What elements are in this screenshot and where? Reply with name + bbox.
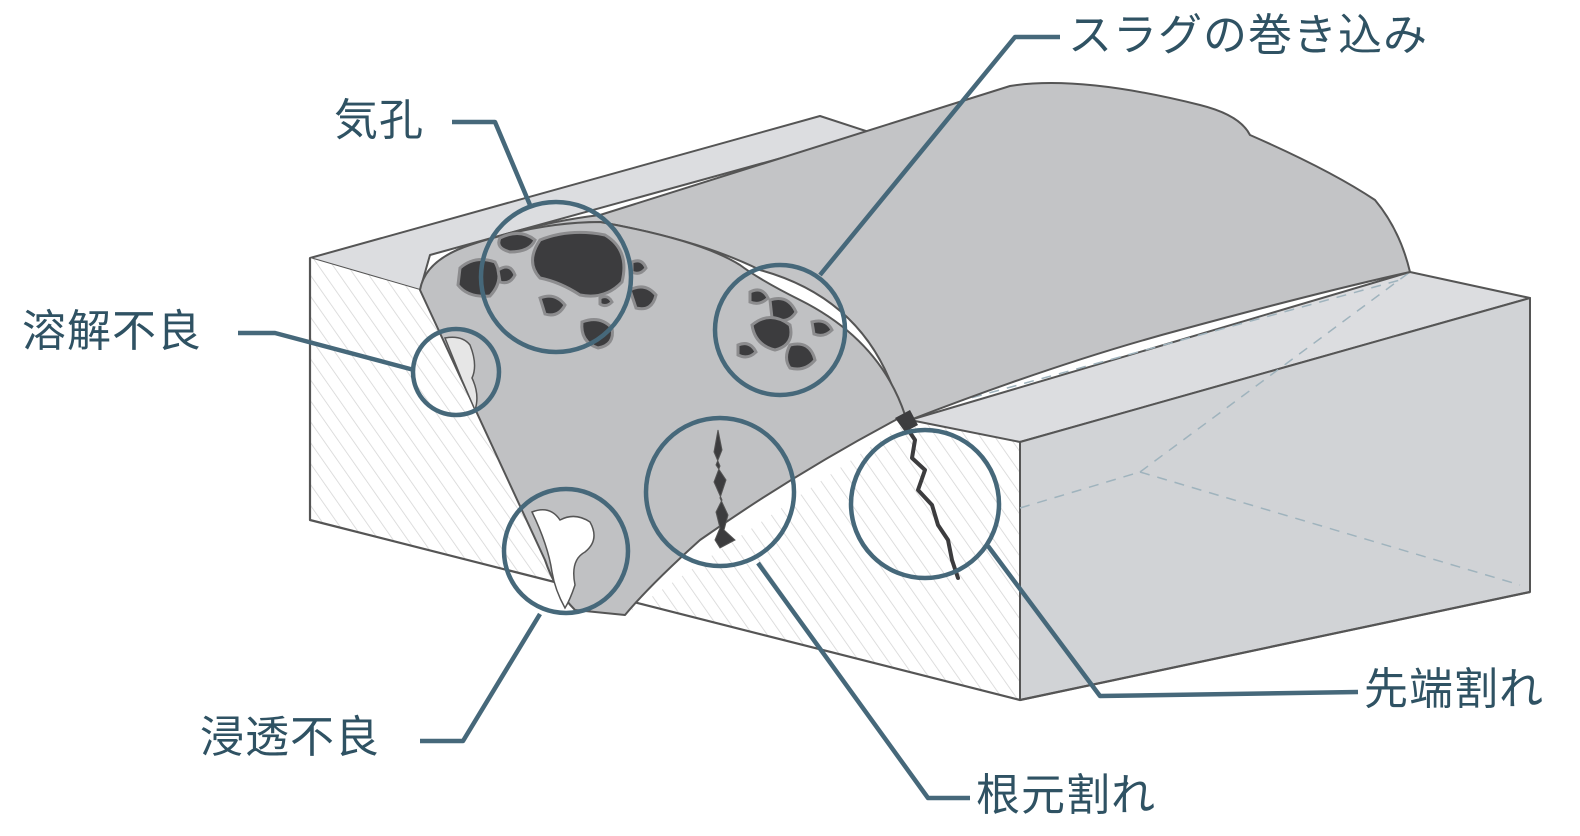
slag-inclusion-pieces: [736, 288, 834, 371]
label-lack-of-fusion: 溶解不良: [22, 306, 202, 357]
label-slag-inclusion: スラグの巻き込み: [1068, 10, 1428, 61]
root-notch: [895, 410, 918, 432]
label-incomplete-penetration: 浸透不良: [200, 712, 380, 763]
callout-circles: [410, 199, 1002, 616]
callout-circle-penetration: [501, 486, 631, 616]
root-crack: [713, 429, 736, 549]
front-cross-section: [310, 258, 1020, 700]
leader-porosity: [452, 119, 533, 206]
hidden-lines: [919, 271, 1521, 586]
defects: [443, 230, 960, 610]
incomplete-penetration-gap: [530, 509, 595, 610]
leader-lines: [238, 34, 1359, 801]
callout-circle-porosity: [478, 199, 634, 355]
callout-circle-slag: [712, 262, 848, 398]
left-plate-top: [309, 115, 873, 291]
lack-of-fusion-gap: [443, 336, 478, 413]
callout-circle-toe-crack: [848, 427, 1002, 581]
block-outline: [308, 258, 1531, 702]
toe-crack: [903, 423, 960, 580]
leader-lack-of-fusion: [238, 330, 415, 373]
label-toe-crack: 先端割れ: [1364, 664, 1544, 715]
leader-penetration: [420, 612, 542, 744]
callout-circle-root-crack: [643, 415, 797, 569]
label-root-crack: 根元割れ: [976, 770, 1156, 821]
leader-root-crack: [756, 561, 970, 801]
leader-toe-crack: [986, 544, 1359, 699]
porosity-voids: [456, 230, 658, 350]
base-plate: [308, 115, 1531, 702]
label-porosity: 気孔: [334, 95, 424, 146]
leader-slag: [818, 34, 1060, 277]
